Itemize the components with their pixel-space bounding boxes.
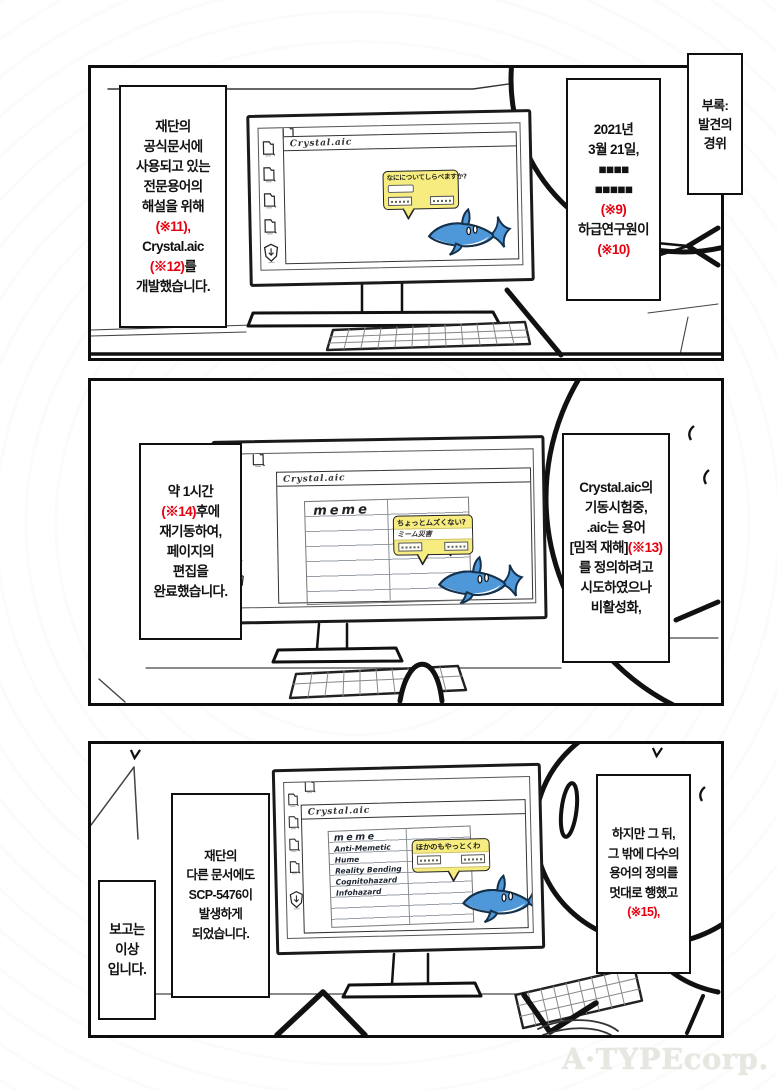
desktop-folder-icons — [288, 793, 301, 875]
window-titlebar: Crystal.aic — [301, 800, 525, 820]
sweat-drops — [688, 425, 711, 485]
dialog-button-left — [416, 855, 442, 866]
person-eye — [558, 781, 580, 839]
shark-aic — [427, 207, 512, 257]
left-person — [91, 766, 139, 840]
monitor-stand — [341, 952, 483, 999]
person-arm — [397, 661, 445, 703]
dialog-button-right — [444, 541, 469, 552]
window-titlebar: Crystal.aic — [276, 468, 531, 487]
aic-dialog: なにについてしらべますか? — [382, 169, 467, 220]
monitor-stand — [271, 622, 404, 664]
monitor-screen: Crystal.aic meme ちょっとムズくない? ミーム災害 — [222, 448, 537, 609]
monitor-stand — [246, 282, 502, 328]
comic-panel-1: Crystal.aic なにについてしらべますか? — [88, 65, 724, 361]
dialog-button-right — [429, 195, 455, 206]
aic-dialog-buttons — [384, 194, 458, 210]
aic-dialog-input — [387, 184, 414, 194]
monitor-screen: Crystal.aic なにについてしらべますか? — [257, 122, 524, 271]
dialog-button-left — [398, 542, 423, 552]
aic-dialog-prompt: なにについてしらべますか? — [386, 172, 467, 183]
aic-dialog: ほかのもやっとくわ — [411, 838, 491, 882]
window-title: Crystal.aic — [307, 805, 371, 818]
bubble-tail — [402, 207, 415, 220]
aic-dialog-buttons — [394, 540, 472, 555]
folder-icon — [252, 451, 266, 468]
monitor: Crystal.aic なにについてしらべますか? — [246, 109, 535, 287]
bubble-tail — [416, 552, 430, 566]
scp-logo-icon — [263, 243, 279, 264]
shark-aic — [437, 555, 524, 605]
artist-watermark: A·TYPEcorp. — [562, 1042, 769, 1076]
keyboard — [325, 320, 532, 352]
dialog-button-left — [387, 196, 413, 207]
aic-dialog-buttons — [412, 851, 490, 870]
dialog-button-right — [460, 854, 486, 864]
comic-panel-2: Crystal.aic meme ちょっとムズくない? ミーム災害 — [88, 378, 724, 706]
shark-aic — [461, 873, 534, 924]
table-cell-meme: meme — [313, 502, 371, 519]
window-title: Crystal.aic — [289, 136, 353, 149]
crystal-aic-window: Crystal.aic meme ちょっとムズくない? ミーム災害 — [275, 467, 534, 606]
window-title: Crystal.aic — [282, 472, 346, 485]
grabbing-arm — [521, 992, 599, 1035]
desktop-folder-icons — [262, 141, 277, 235]
keyboard — [288, 664, 468, 700]
foreground-arms — [274, 989, 368, 1035]
crystal-aic-window: Crystal.aic なにについてしらべますか? — [282, 131, 520, 265]
bubble-tail — [447, 869, 460, 882]
monitor: Crystal.aic meme ちょっとムズくない? ミーム災害 — [211, 435, 548, 625]
window-titlebar: Crystal.aic — [283, 132, 516, 152]
paper-sheet — [537, 1019, 619, 1035]
desk-lines — [98, 667, 562, 703]
table-divider — [386, 499, 391, 602]
keyboard — [514, 966, 644, 1030]
folder-icon — [304, 779, 316, 794]
aic-dialog: ちょっとムズくない? ミーム災害 — [392, 514, 474, 566]
